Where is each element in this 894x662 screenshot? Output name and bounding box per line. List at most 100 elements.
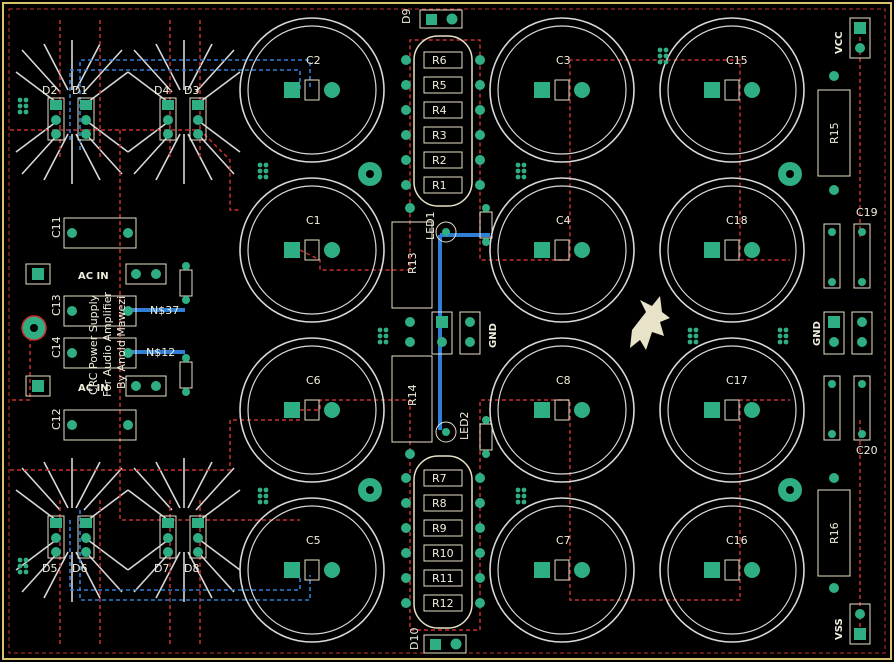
c11-label: C11 xyxy=(50,216,63,238)
resistor-r4: R4 xyxy=(401,101,485,119)
c19-label: C19 xyxy=(856,206,878,219)
diode-d10: D10 xyxy=(408,628,467,654)
resistor-r6: R6 xyxy=(401,51,485,69)
led-1: LED1 xyxy=(424,211,457,243)
vcc-label: VCC xyxy=(834,32,845,54)
diode-d3: D3 xyxy=(184,84,207,141)
d10-label: D10 xyxy=(408,628,421,650)
heatsink-top-left xyxy=(15,40,129,184)
heatsink-bottom-right xyxy=(127,458,241,602)
gnd-right-label: GND xyxy=(812,321,823,346)
board-title: CRC Power Supply For Audio Amplifier By … xyxy=(87,292,128,397)
resistor-label: R10 xyxy=(432,547,454,560)
resistor-r17 xyxy=(479,204,493,246)
gnd-right-connector[interactable]: GND xyxy=(812,311,873,355)
capacitor-label: C16 xyxy=(726,534,748,547)
d9-label: D9 xyxy=(400,9,413,24)
capacitor-label: C7 xyxy=(556,534,571,547)
net-label-n12: N$12 xyxy=(146,346,175,359)
diode-label: D4 xyxy=(154,84,169,97)
capacitor-c17: C17 xyxy=(659,337,805,483)
r14-label: R14 xyxy=(406,384,419,406)
resistor-label: R4 xyxy=(432,104,447,117)
capacitor-label: C18 xyxy=(726,214,748,227)
vss-label: VSS xyxy=(834,618,845,640)
c12-label: C12 xyxy=(50,408,63,430)
resistor-label: R8 xyxy=(432,497,447,510)
resistor-r12: R12 xyxy=(401,594,485,612)
capacitor-c5: C5 xyxy=(239,497,385,643)
resistor-label: R2 xyxy=(432,154,447,167)
diode-d4: D4 xyxy=(154,84,177,141)
capacitor-c1: C1 xyxy=(239,177,385,323)
capacitor-label: C15 xyxy=(726,54,748,67)
resistor-r10: R10 xyxy=(401,544,485,562)
c14-label: C14 xyxy=(50,336,63,358)
diode-label: D8 xyxy=(184,562,199,575)
capacitor-label: C1 xyxy=(306,214,321,227)
diode-d7: D7 xyxy=(154,515,177,575)
diode-d1: D1 xyxy=(72,84,95,141)
capacitor-c15: C15 xyxy=(659,17,805,163)
resistor-r21 xyxy=(179,262,193,304)
ac-in-top-label: AC IN xyxy=(78,271,109,282)
resistor-r7: R7 xyxy=(401,469,485,487)
resistor-r14: R14 xyxy=(391,337,433,459)
film-cap-c14: C14 xyxy=(50,336,137,369)
r13-label: R13 xyxy=(406,252,419,274)
resistor-label: R5 xyxy=(432,79,447,92)
resistor-r11: R11 xyxy=(401,569,485,587)
film-cap-c11: C11 xyxy=(50,216,137,249)
capacitor-label: C8 xyxy=(556,374,571,387)
c20-label: C20 xyxy=(856,444,878,457)
resistor-label: R3 xyxy=(432,129,447,142)
vss-connector[interactable]: VSS xyxy=(834,603,871,645)
diode-d2: D2 xyxy=(42,84,65,141)
capacitor-c4: C4 xyxy=(489,177,635,323)
capacitor-label: C2 xyxy=(306,54,321,67)
vcc-connector[interactable]: VCC xyxy=(834,17,871,59)
eagle-logo xyxy=(630,296,670,350)
resistor-label: R6 xyxy=(432,54,447,67)
r16-label: R16 xyxy=(828,522,841,544)
resistor-r1: R1 xyxy=(401,176,485,194)
ac-in-bottom-connector[interactable]: AC IN xyxy=(25,375,167,397)
resistor-r9: R9 xyxy=(401,519,485,537)
film-cap-c20: C20 xyxy=(853,375,878,457)
title-line-2: For Audio Amplifier xyxy=(101,292,114,397)
resistor-r19 xyxy=(823,223,841,289)
via-clusters xyxy=(17,47,789,575)
resistor-r13: R13 xyxy=(391,203,433,327)
capacitor-label: C3 xyxy=(556,54,571,67)
film-cap-c13: C13 xyxy=(50,294,137,327)
resistor-r20 xyxy=(823,375,841,441)
diode-d6: D6 xyxy=(72,515,95,575)
ac-in-top-connector[interactable]: AC IN xyxy=(25,263,167,285)
capacitor-c2: C2 xyxy=(239,17,385,163)
r15-label: R15 xyxy=(828,122,841,144)
resistor-r16: R16 xyxy=(817,473,851,593)
resistor-r5: R5 xyxy=(401,76,485,94)
resistor-label: R1 xyxy=(432,179,447,192)
gnd-center-connector[interactable]: GND xyxy=(431,311,499,355)
led-2: LED2 xyxy=(435,411,471,443)
gnd-center-label: GND xyxy=(488,323,499,348)
diode-label: D6 xyxy=(72,562,87,575)
resistor-r15: R15 xyxy=(817,71,851,195)
capacitor-label: C4 xyxy=(556,214,571,227)
capacitor-c8: C8 xyxy=(489,337,635,483)
capacitor-c18: C18 xyxy=(659,177,805,323)
capacitor-label: C17 xyxy=(726,374,748,387)
diode-label: D1 xyxy=(72,84,87,97)
diode-d8: D8 xyxy=(184,515,207,575)
led2-label: LED2 xyxy=(458,411,471,440)
capacitor-c3: C3 xyxy=(489,17,635,163)
net-label-n37: N$37 xyxy=(150,304,179,317)
resistor-label: R11 xyxy=(432,572,454,585)
ac-in-bottom-label: AC IN xyxy=(78,383,109,394)
resistor-label: R9 xyxy=(432,522,447,535)
resistor-label: R12 xyxy=(432,597,454,610)
